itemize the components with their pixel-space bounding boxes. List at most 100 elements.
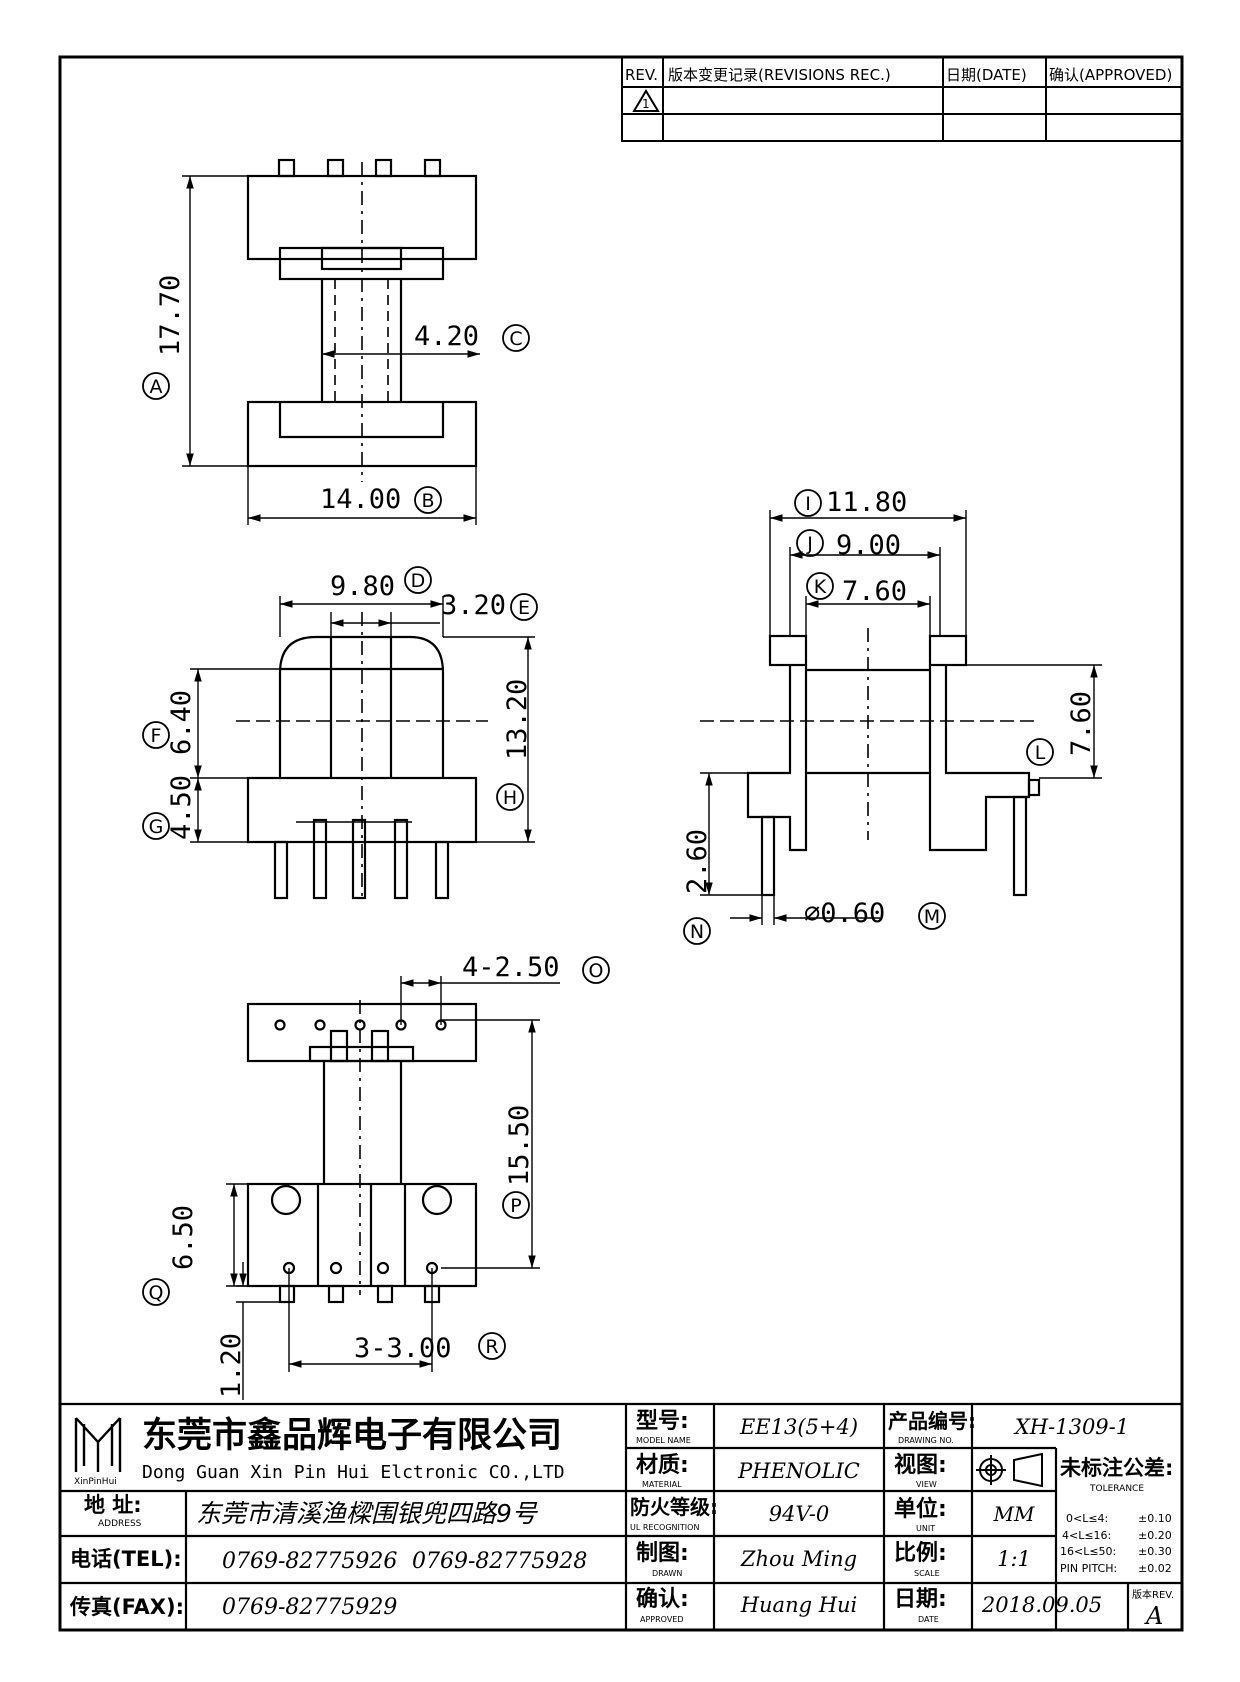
revisions-header: 版本变更记录(REVISIONS REC.) [668,66,891,84]
date-label: 日期: [894,1587,947,1612]
address-label: 地 址: [84,1493,142,1517]
label-p: P [510,1195,521,1217]
date-header: 日期(DATE) [946,66,1027,84]
version-value: A [1144,1602,1163,1630]
drawing-no-sub: DRAWING NO. [898,1436,954,1445]
tolerance-label: 未标注公差: [1060,1456,1173,1480]
scale-sub: SCALE [914,1569,940,1578]
dim-r: 3-3.00 [354,1333,452,1364]
dim-p: 15.50 [504,1105,535,1186]
label-f: F [151,725,162,747]
side-view [700,628,1041,897]
model-sub: MODEL NAME [636,1436,691,1445]
date-value: 2018.09.05 [981,1593,1102,1617]
label-j: J [806,533,813,555]
approved-header: 确认(APPROVED) [1049,66,1172,84]
drawn-sub: DRAWN [652,1569,682,1578]
approved-sub: APPROVED [640,1615,684,1624]
title-block-grid [60,1402,1182,1630]
label-m: M [924,906,940,928]
label-b: B [421,490,434,512]
unit-value: MM [993,1502,1035,1526]
dim-q: 6.50 [168,1205,199,1270]
version-label: 版本REV. [1132,1588,1174,1601]
tel-1: 0769-82775926 [222,1549,397,1574]
dim-c: 4.20 [414,321,479,352]
fire-sub: UL RECOGNITION [630,1523,699,1532]
model-value: EE13(5+4) [739,1415,858,1439]
dimension-labels [142,324,1054,1360]
dim-g: 4.50 [166,775,197,840]
top-view [246,158,478,482]
dim-o: 4-2.50 [462,952,560,983]
dim-h: 13.20 [502,679,533,760]
fire-label: 防火等级: [630,1495,718,1519]
label-e: E [518,597,530,619]
dim-i: 11.80 [826,487,907,518]
company-name-en: Dong Guan Xin Pin Hui Elctronic CO.,LTD [142,1462,565,1483]
label-k: K [814,576,827,598]
approved-value: Huang Hui [740,1593,858,1617]
label-a: A [150,376,163,398]
dim-d: 9.80 [330,571,395,602]
dim-j: 9.00 [836,530,901,561]
label-d: D [411,570,426,592]
revision-table [621,56,1183,142]
scale-label: 比例: [894,1541,947,1566]
view-label: 视图: [894,1452,947,1478]
model-label: 型号: [636,1409,689,1434]
dim-e: 3.20 [441,590,506,621]
address-value: 东莞市清溪渔樑围银兜四路9号 [196,1499,539,1528]
drawing-no-value: XH-1309-1 [1013,1415,1129,1439]
unit-label: 单位: [894,1496,947,1522]
tol-value-3: ±0.02 [1138,1562,1172,1575]
label-q: Q [149,1282,164,1304]
rev-symbol: 1 [642,97,650,111]
drawn-label: 制图: [636,1541,689,1566]
tel-2: 0769-82775928 [412,1549,587,1574]
front-view [236,612,488,900]
dim-k: 7.60 [842,576,907,607]
tol-value-1: ±0.20 [1138,1529,1172,1542]
tol-value-2: ±0.30 [1138,1545,1172,1558]
dim-m: ⌀0.60 [804,898,885,929]
approved-label: 确认: [636,1586,689,1612]
date-sub: DATE [918,1615,939,1624]
label-h: H [503,787,517,809]
dim-q2: 1.20 [216,1333,247,1398]
logo-text: XinPinHui [74,1477,117,1487]
tol-range-0: 0<L≤4: [1066,1512,1108,1525]
rev-header: REV. [625,66,658,84]
tol-range-2: 16<L≤50: [1060,1545,1116,1558]
material-sub: MATERIAL [642,1480,682,1489]
tolerance-sub: TOLERANCE [1089,1484,1144,1494]
dim-l: 7.60 [1066,691,1097,756]
tol-range-1: 4<L≤16: [1062,1529,1111,1542]
tol-value-0: ±0.10 [1138,1512,1172,1525]
projection-symbol-icon [976,1452,1043,1488]
label-n: N [690,921,704,943]
bottom-view [246,1000,478,1304]
fax-label: 传真(FAX): [69,1595,184,1619]
label-i: I [805,493,811,515]
drawn-value: Zhou Ming [740,1547,857,1571]
scale-value: 1:1 [997,1547,1031,1571]
company-logo [74,1417,122,1472]
label-c: C [509,328,522,350]
material-label: 材质: [636,1453,689,1478]
dim-b: 14.00 [320,484,401,515]
label-g: G [149,816,164,838]
tel-label: 电话(TEL): [70,1547,182,1571]
view-sub: VIEW [916,1480,937,1489]
label-r: R [485,1336,498,1358]
unit-sub: UNIT [916,1524,935,1533]
material-value: PHENOLIC [737,1459,860,1483]
fire-value: 94V-0 [769,1502,829,1526]
label-o: O [589,960,604,982]
tol-range-3: PIN PITCH: [1060,1562,1117,1575]
company-name-cn: 东莞市鑫品辉电子有限公司 [142,1415,562,1456]
fax-value: 0769-82775929 [222,1595,397,1620]
dim-a: 17.70 [155,275,186,356]
drawing-no-label: 产品编号: [888,1409,976,1433]
